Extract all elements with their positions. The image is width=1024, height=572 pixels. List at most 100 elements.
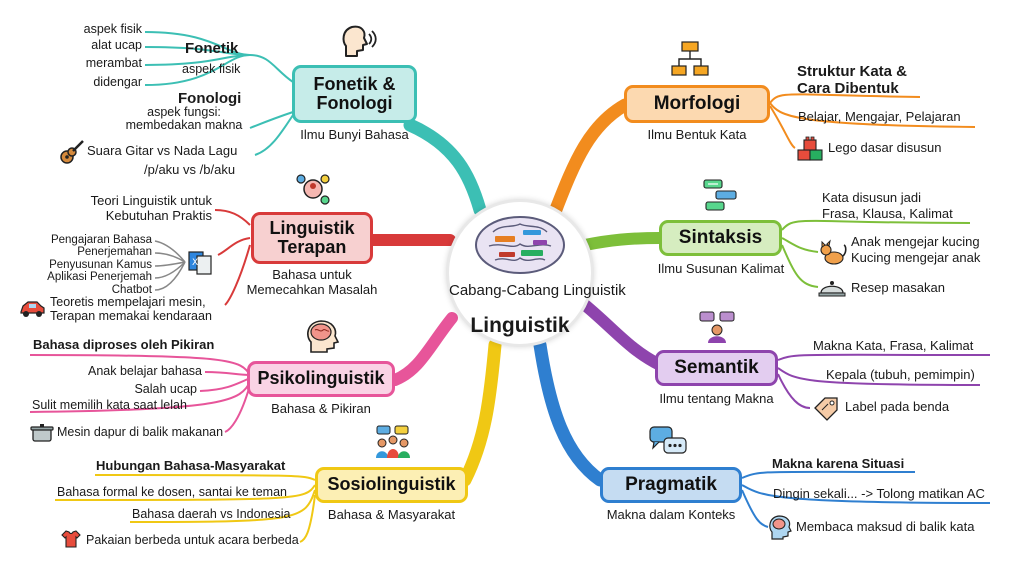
sosio-item-4: Pakaian berbeda untuk acara berbeda [86,533,299,547]
terapan-list-item-1: Pengajaran Bahasa [50,234,152,246]
car-icon [20,301,45,317]
fonetik-sub: aspek fisik [182,62,241,76]
semantik-item-2: Kepala (tubuh, pemimpin) [826,367,975,382]
terapan-subtitle-line2: Memecahkan Masalah [246,281,378,297]
fonetik-title: Fonetik [185,40,239,57]
node-pragmatik[interactable]: Pragmatik [600,467,742,503]
node-semantik-title: Semantik [674,356,759,378]
sosio-subtitle: Bahasa & Masyarakat [327,507,456,522]
psiko-item-2: Anak belajar bahasa [88,364,202,378]
center-subtitle: Cabang-Cabang Linguistik [449,282,626,299]
fonologi-sub-line2: membedakan makna [125,118,243,133]
cloche-dish-icon [818,281,846,297]
tag-label-icon [814,397,838,421]
sosio-item-2: Bahasa formal ke dosen, santai ke teman [57,485,287,499]
sintaksis-item-3: Resep masakan [851,280,945,295]
semantik-item-1: Makna Kata, Frasa, Kalimat [813,338,974,353]
sintaksis-subtitle: Ilmu Susunan Kalimat [657,261,785,276]
semantik-item-3: Label pada benda [845,399,950,414]
brain-head-icon [307,320,340,353]
terapan-item-3-line2: Terapan memakai kendaraan [50,308,212,323]
terapan-item-3-line1: Teoretis mempelajari mesin, [50,295,206,309]
psiko-item-1: Bahasa diproses oleh Pikiran [33,337,215,352]
terapan-list-item-5: Chatbot [111,283,152,296]
sintaksis-item-1: Kata disusun jadi Frasa, Klausa, Kalimat [822,190,953,221]
pragmatik-item-3: Membaca maksud di balik kata [796,519,975,534]
center-node: Cabang-Cabang Linguistik Linguistik [446,199,626,347]
node-morfologi-title: Morfologi [653,92,741,114]
pragmatik-item-1: Makna karena Situasi [772,456,905,471]
node-sosiolinguistik-title: Sosiolinguistik [327,474,456,495]
terapan-item-1-line2: Kebutuhan Praktis [105,207,212,223]
guitar-icon [60,140,84,164]
terapan-item-1: Teori Linguistik untuk Kebutuhan Praktis [40,193,212,224]
terapan-list-item-2: Penerjemahan [77,246,152,259]
sintaksis-item-1-line1: Kata disusun jadi [822,190,922,205]
morfologi-item-2: Belajar, Mengajar, Pelajaran [798,109,961,124]
morfologi-item-1: Struktur Kata & Cara Dibentuk [797,63,907,98]
terapan-subtitle-line1: Bahasa untuk [272,267,352,282]
sintaksis-item-2-line1: Anak mengejar kucing [851,234,980,249]
blocks-structure-icon [671,41,709,76]
node-morfologi[interactable]: Morfologi [624,85,770,123]
terapan-item-3: Teoretis mempelajari mesin, Terapan mema… [50,295,212,324]
sintaksis-item-2-line2: Kucing mengejar anak [851,250,981,266]
shirt-icon [61,530,81,548]
terapan-list-item-4: Aplikasi Penerjemah [47,271,152,284]
node-linguistik-terapan-title: Linguistik Terapan [269,217,355,257]
node-linguistik-terapan[interactable]: Linguistik Terapan [251,212,373,264]
node-sintaksis[interactable]: Sintaksis [659,220,782,256]
fonologi-sub-line1: aspek fungsi: [147,105,221,119]
pragmatik-subtitle: Makna dalam Konteks [606,507,736,522]
morfologi-subtitle: Ilmu Bentuk Kata [647,127,747,142]
people-network-icon [296,174,330,205]
svg-text:X: X [192,258,198,268]
morfologi-item-3: Lego dasar disusun [828,140,942,155]
pragmatik-item-2: Dingin sekali... -> Tolong matikan AC [773,486,985,501]
fonetik-example-1: Suara Gitar vs Nada Lagu [87,143,238,158]
thinking-head-icon [769,515,792,540]
sosio-item-3: Bahasa daerah vs Indonesia [132,507,291,521]
node-pragmatik-title: Pragmatik [625,473,717,495]
node-semantik[interactable]: Semantik [655,350,778,386]
fonetik-item-1: aspek fisik [83,22,142,36]
node-psikolinguistik[interactable]: Psikolinguistik [247,361,395,397]
terapan-subtitle: Bahasa untuk Memecahkan Masalah [240,267,384,298]
semantik-subtitle: Ilmu tentang Makna [659,391,774,406]
fonetik-item-4: didengar [93,75,142,89]
morfologi-item-1-line2: Cara Dibentuk [797,79,899,97]
center-title: Linguistik [470,314,570,337]
chat-bubbles-icon [649,426,687,454]
fonetik-item-3: merambat [85,56,142,70]
sentence-blocks-icon [703,179,737,211]
psiko-subtitle: Bahasa & Pikiran [271,401,371,416]
fonologi-sub: aspek fungsi: membedakan makna [120,105,248,133]
fonetik-item-2: alat ucap [91,38,142,52]
psiko-item-5: Mesin dapur di balik makanan [57,425,224,439]
node-fonetik-fonologi-title: Fonetik & Fonologi [313,73,396,113]
lego-bricks-icon [797,136,823,161]
node-sosiolinguistik[interactable]: Sosiolinguistik [315,467,468,503]
node-fonetik-fonologi[interactable]: Fonetik & Fonologi [292,65,417,123]
terapan-item-1-line1: Teori Linguistik untuk [90,193,212,208]
fonetik-example-2: /p/aku vs /b/aku [144,162,236,177]
node-psikolinguistik-title: Psikolinguistik [257,368,385,389]
terapan-list: Pengajaran Bahasa Penerjemahan Penyusuna… [30,234,152,296]
fonetik-subtitle: Ilmu Bunyi Bahasa [300,127,409,142]
brain-word-cloud-icon [475,216,565,274]
terapan-list-item-3: Penyusunan Kamus [49,258,152,271]
speaking-head-icon [342,25,377,57]
node-sintaksis-title: Sintaksis [678,226,763,248]
cooking-pot-icon [30,424,54,442]
sintaksis-item-1-line2: Frasa, Klausa, Kalimat [822,205,953,221]
sosio-item-1: Hubungan Bahasa-Masyarakat [96,458,286,473]
psiko-item-4: Sulit memilih kata saat lelah [32,398,187,412]
translate-document-icon: X [188,251,212,275]
group-chat-icon [376,425,410,458]
sintaksis-item-2: Anak mengejar kucing Kucing mengejar ana… [851,234,980,267]
fonologi-title: Fonologi [178,90,242,107]
psiko-item-3: Salah ucap [134,382,197,396]
cat-icon [820,239,847,265]
